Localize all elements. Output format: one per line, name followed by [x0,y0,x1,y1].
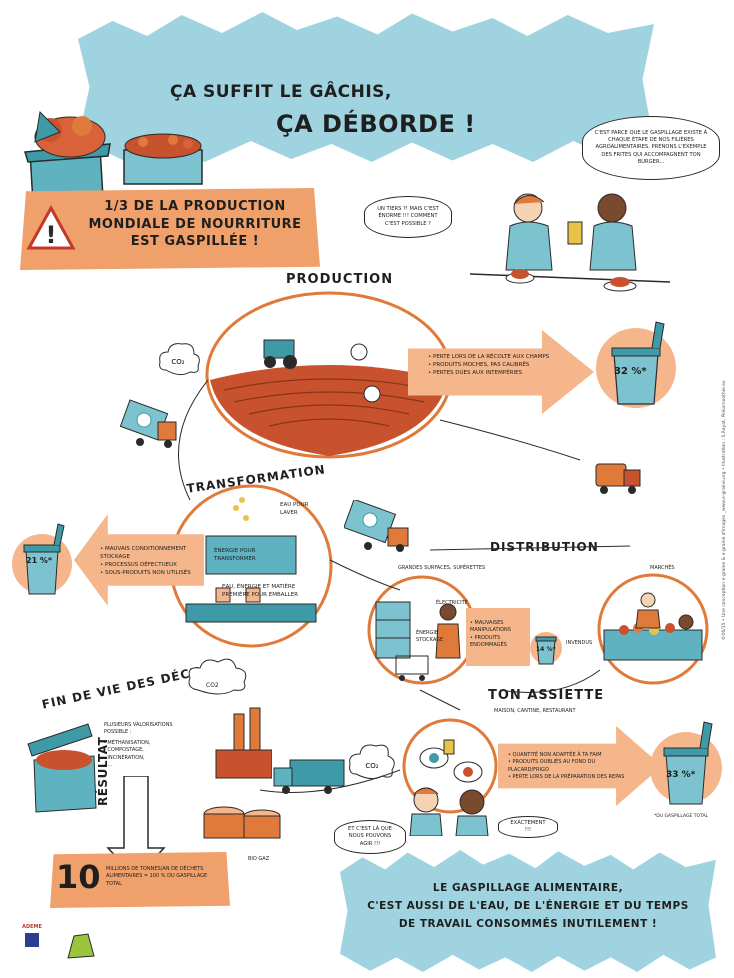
production-item: PERTES DUES AUX INTEMPÉRIES [428,370,558,378]
svg-text:CO₂: CO₂ [365,762,378,770]
biogas-tanks-icon [203,806,281,839]
svg-text:CO₂: CO₂ [171,358,184,366]
endoflife-option: - MÉTHANISATION, [104,740,151,746]
distribution-losses: MAUVAISES MANIPULATIONS PRODUITS ENDOMMA… [470,620,530,649]
transformation-percent: 21 %* [26,556,53,565]
production-title: PRODUCTION [286,272,394,287]
distribution-storage: ÉNERGIE STOCKAGE [416,630,444,644]
warning-box [20,188,320,270]
incinerator-factory-icon [188,658,272,779]
transformation-item: PROCESSUS DÉFECTUEUX [100,562,200,570]
transformation-packaging: EAU, ÉNERGIE ET MATIÈRE PREMIÈRE POUR EM… [222,584,298,598]
result-text: MILLIONS DE TONNES/AN DE DÉCHETS ALIMENT… [106,866,208,887]
ademe-logo-mark [25,933,39,947]
endoflife-biogas: BIO GAZ [248,856,270,862]
plate-item: PRODUITS OUBLIÉS AU FOND DU PLACARD/FRIG… [508,759,628,774]
result-box [50,852,230,908]
distribution-unsold: INVENDUS [566,640,593,646]
bin-icon [530,632,562,665]
production-field-circle [205,291,453,459]
boy-speech-bubble-2: EXACTEMENT !!! [498,816,558,838]
warning-line1: 1/3 DE LA PRODUCTION [104,199,286,214]
waste-bin-icon [27,723,97,813]
warning-text: 1/3 DE LA PRODUCTION MONDIALE DE NOURRIT… [80,198,310,251]
distribution-item: PRODUITS ENDOMMAGÉS [470,635,530,650]
distribution-percent: 14 %* [536,646,556,653]
endoflife-option: - COMPOSTAGE, [104,747,144,754]
warning-icon: ! [26,205,76,250]
warning-line2: MONDIALE DE NOURRITURE [88,216,302,232]
endoflife-option: - ... [104,761,113,768]
boy-speech-bubble: C'EST PARCE QUE LE GASPILLAGE EXISTE À C… [582,116,720,180]
transformation-item: SOUS-PRODUITS NON UTILISÉS [100,570,200,578]
endoflife-co2: CO2 [206,682,219,689]
bin-icon [650,721,722,805]
conclusion-text: LE GASPILLAGE ALIMENTAIRE, C'EST AUSSI D… [350,880,706,934]
girl-speech-bubble: UN TIERS ?! MAIS C'EST ÉNORME !!! COMMEN… [364,196,452,238]
svg-text:!: ! [46,221,57,249]
truck-icon [120,399,177,448]
supermarket-circle [367,575,477,685]
production-item: PERTE LORS DE LA RÉCOLTE AUX CHAMPS [428,354,558,362]
transformation-water: EAU POUR LAVER [280,502,309,516]
plate-losses: QUANTITÉ NON ADAPTÉE À TA FAIM PRODUITS … [508,752,628,781]
kids-eating-illustration [470,193,670,292]
truck-icon [273,759,345,794]
distribution-item: MAUVAISES MANIPULATIONS [470,620,530,635]
bin-icon [596,321,676,408]
production-losses: PERTE LORS DE LA RÉCOLTE AUX CHAMPS PROD… [428,354,558,378]
girl-speech-bubble-2: ET C'EST LÀ QUE NOUS POUVONS AGIR !!! [334,820,406,854]
transformation-item: MAUVAIS CONDITIONNEMENT STOCKAGE [100,546,200,562]
endoflife-options: - MÉTHANISATION, - COMPOSTAGE, - INCINÉR… [104,740,150,769]
conclusion-line1: LE GASPILLAGE ALIMENTAIRE, [432,882,624,894]
bottom-splash [340,850,716,972]
title-line1: ÇA SUFFIT LE GÂCHIS, [170,82,392,102]
plate-item: PERTE LORS DE LA PRÉPARATION DES REPAS [508,774,628,781]
result-number: 10 [56,858,101,896]
plate-percent: 33 %* [666,770,696,780]
truck-icon [595,463,641,494]
market-circle [597,573,709,685]
endoflife-intro: PLUSIEURS VALORISATIONS POSSIBLE : [104,722,173,736]
cloud-co2-icon: CO₂ [349,744,395,780]
plate-item: QUANTITÉ NON ADAPTÉE À TA FAIM [508,752,628,759]
kids-talking-illustration [409,787,489,836]
distribution-electricity: ÉLECTRICITÉ [436,600,468,606]
e-graine-logo-icon [67,933,95,959]
plate-subtitle: MAISON, CANTINE, RESTAURANT [494,708,576,714]
transformation-energy: ÉNERGIE POUR TRANSFORMER [214,548,256,562]
warning-line3: EST GASPILLÉE ! [130,234,260,250]
distribution-title: DISTRIBUTION [490,540,599,554]
plate-footnote: *DU GASPILLAGE TOTAL [654,814,709,819]
ademe-logo-text: ADEME [22,924,42,930]
production-item: PRODUITS MOCHES, PAS CALIBRÉS [428,362,558,370]
production-percent: 32 %* [614,366,647,377]
distribution-left-label: GRANDES SURFACES, SUPÉRETTES [398,565,486,571]
transformation-losses: MAUVAIS CONDITIONNEMENT STOCKAGE PROCESS… [100,546,200,578]
title-line2: ÇA DÉBORDE ! [276,110,476,138]
endoflife-option: - INCINÉRATION, [104,754,145,761]
conclusion-line2: C'EST AUSSI DE L'EAU, DE L'ÉNERGIE ET DU… [367,899,689,912]
distribution-right-label: MARCHÉS [650,565,675,571]
food-crate-icon [123,133,203,185]
cloud-co2-icon: CO₂ [159,343,200,376]
bin-icon [12,523,72,595]
conclusion-line3: DE TRAVAIL CONSOMMÉS INUTILEMENT ! [398,917,658,930]
truck-icon [344,500,409,552]
ademe-logo: ADEME [14,924,50,964]
factory-circle [169,484,333,648]
